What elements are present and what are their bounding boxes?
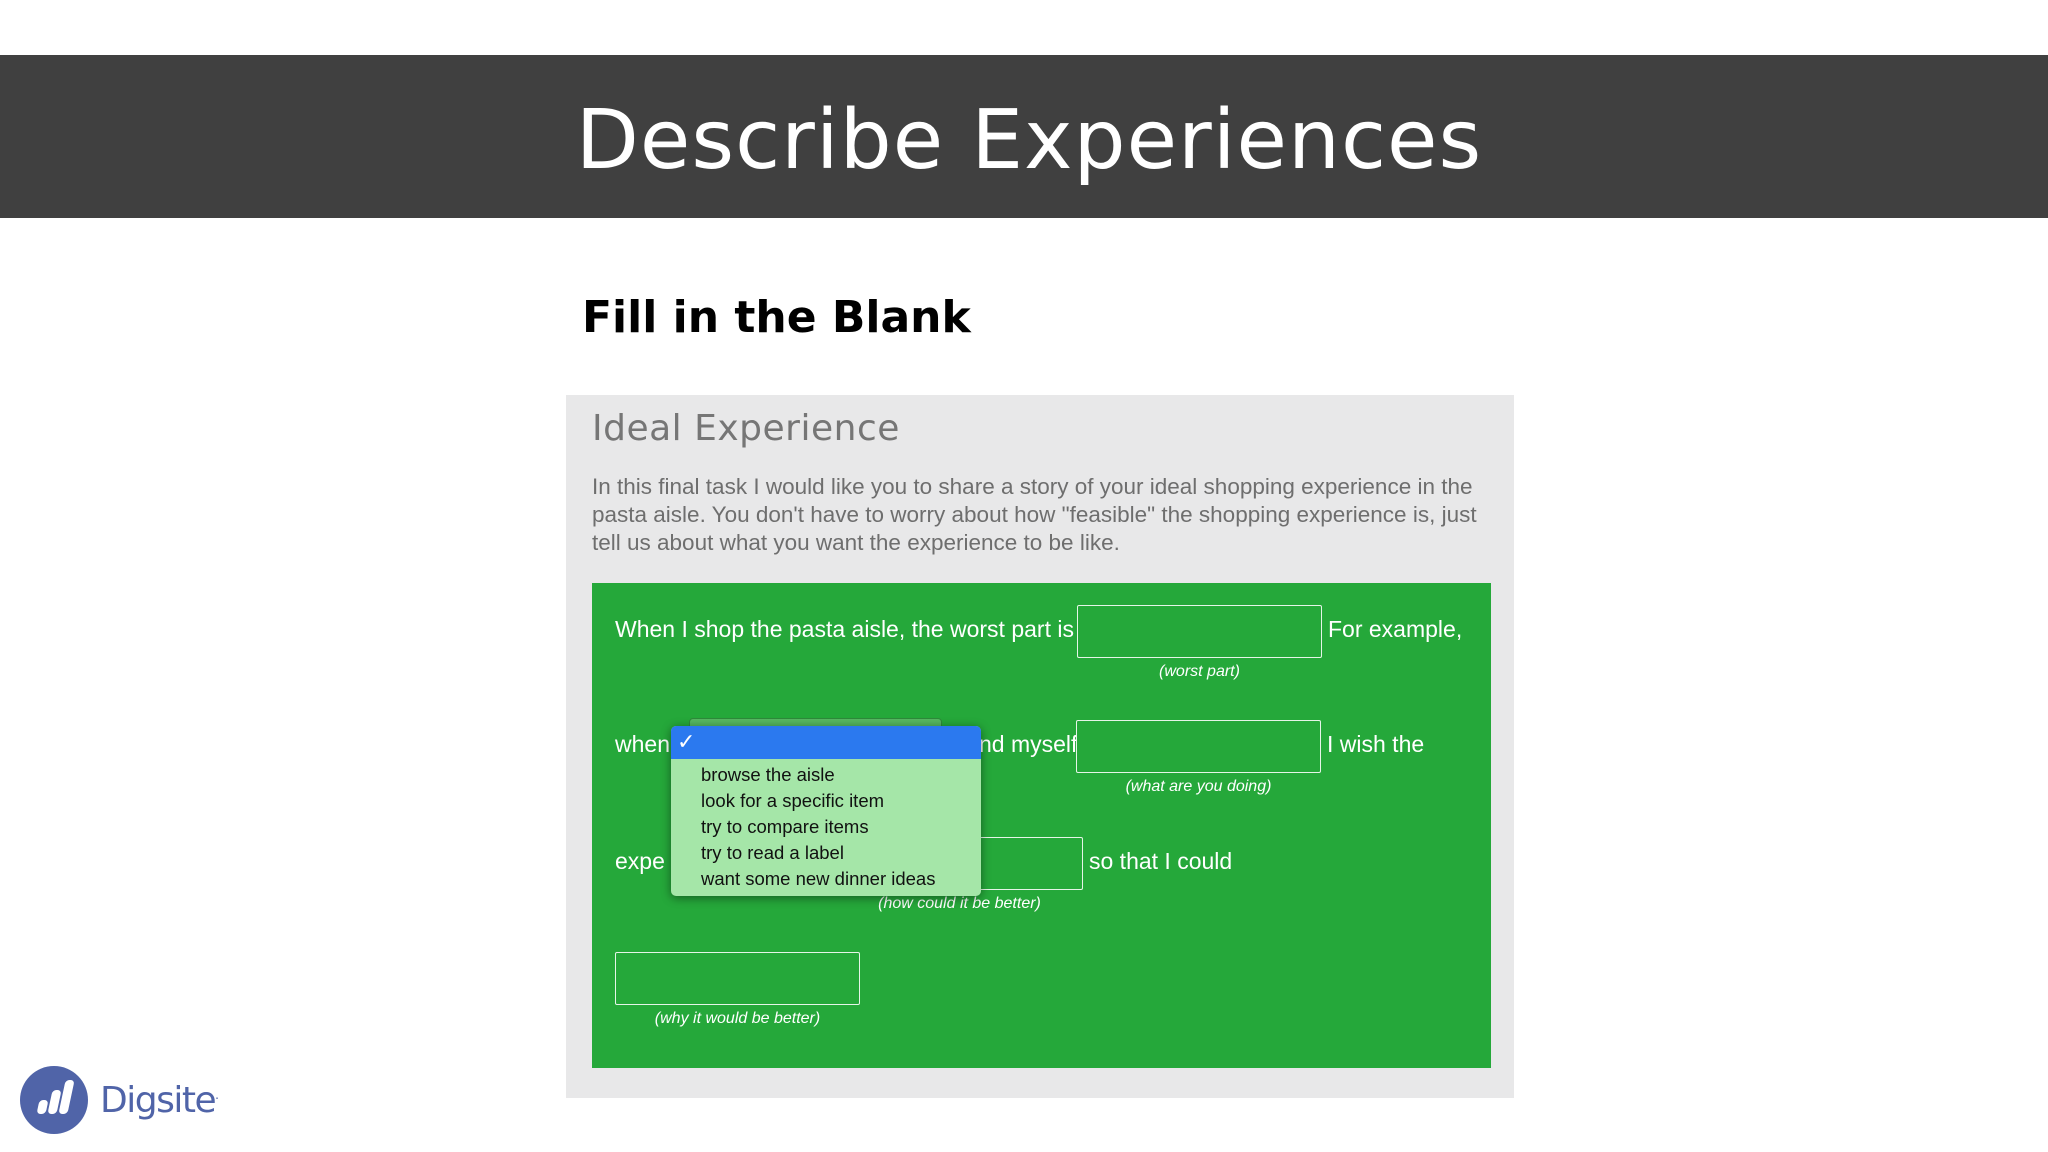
fill-in-panel: When I shop the pasta aisle, the worst p…	[592, 583, 1491, 1068]
what-doing-input[interactable]	[1076, 720, 1321, 773]
dropdown-options: browse the aisle look for a specific ite…	[671, 759, 981, 892]
digsite-logo-text: Digsite.	[100, 1079, 219, 1121]
card-heading: Ideal Experience	[592, 408, 900, 449]
dropdown-option[interactable]: try to read a label	[701, 842, 844, 863]
sentence-part-4: nd myself	[979, 731, 1078, 757]
digsite-logo-icon	[20, 1066, 88, 1134]
title-bar: Describe Experiences	[0, 55, 2048, 218]
slide-subtitle: Fill in the Blank	[582, 292, 971, 343]
how-better-hint: (how could it be better)	[878, 895, 1041, 912]
slide-title: Describe Experiences	[575, 93, 1483, 188]
sentence-part-6: expe	[615, 848, 665, 874]
digsite-logo: Digsite.	[20, 1066, 219, 1134]
dropdown-selected-row[interactable]: ✓	[671, 726, 981, 759]
sentence-part-3: when	[615, 731, 670, 757]
what-doing-hint: (what are you doing)	[1125, 778, 1272, 795]
why-better-hint: (why it would be better)	[654, 1010, 821, 1027]
activity-dropdown-menu[interactable]: ✓ browse the aisle look for a specific i…	[671, 726, 981, 896]
card-description: In this final task I would like you to s…	[592, 474, 1477, 555]
sentence-part-7: so that I could	[1089, 848, 1233, 874]
why-better-input[interactable]	[615, 952, 860, 1005]
worst-part-input[interactable]	[1077, 605, 1322, 658]
survey-card: Ideal Experience In this final task I wo…	[566, 395, 1514, 1098]
dropdown-option[interactable]: browse the aisle	[701, 764, 835, 785]
checkmark-icon: ✓	[677, 730, 696, 755]
sentence-part-2: For example,	[1328, 616, 1463, 642]
sentence-part-5: I wish the	[1327, 731, 1425, 757]
sentence-part-1: When I shop the pasta aisle, the worst p…	[615, 616, 1074, 642]
worst-part-hint: (worst part)	[1159, 663, 1240, 680]
dropdown-option[interactable]: want some new dinner ideas	[701, 868, 936, 889]
dropdown-option[interactable]: try to compare items	[701, 816, 869, 837]
dropdown-option[interactable]: look for a specific item	[701, 790, 885, 811]
